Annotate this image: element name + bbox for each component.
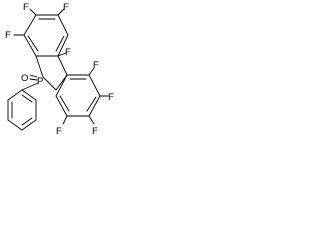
lower-benzo-ring	[55, 74, 101, 117]
double-bond	[27, 35, 39, 52]
bond	[88, 74, 101, 97]
bond	[57, 55, 68, 76]
phosphole-ring	[35, 55, 68, 91]
fluorine-label: F	[108, 92, 114, 103]
bond	[21, 89, 37, 101]
fluorine-label: F	[63, 2, 69, 13]
molecule-structure: F F F F F F F F P O	[5, 2, 114, 137]
fluorine-label: F	[65, 47, 71, 58]
bond	[23, 14, 37, 36]
fluorine-label: F	[92, 126, 98, 137]
bond	[23, 34, 37, 57]
double-bond	[59, 95, 70, 112]
bond	[57, 52, 67, 57]
bond	[42, 76, 57, 91]
bond	[55, 74, 68, 97]
double-bond	[29, 74, 38, 78]
fluorine-bonds	[13, 8, 109, 125]
double-bond	[55, 35, 65, 52]
bond	[88, 67, 95, 76]
double-bond	[86, 96, 97, 112]
bond	[29, 8, 37, 16]
bond	[62, 115, 68, 125]
bond	[7, 89, 23, 101]
double-bond	[29, 78, 38, 81]
phosphoryl-bond	[29, 74, 38, 81]
bond	[21, 82, 39, 91]
bond	[88, 115, 95, 125]
atom-labels: F F F F F F F F P O	[5, 2, 114, 137]
bond	[55, 74, 68, 91]
phenyl-ring	[7, 82, 39, 131]
fluorine-label: F	[93, 60, 99, 71]
oxygen-label: O	[21, 73, 28, 84]
bond	[55, 95, 68, 117]
bond	[57, 8, 65, 16]
bond	[88, 95, 101, 117]
fluorine-label: F	[23, 2, 29, 13]
double-bond	[21, 117, 33, 126]
bond	[21, 119, 37, 131]
bond	[7, 119, 23, 131]
phosphorus-label: P	[37, 76, 43, 87]
fluorine-label: F	[56, 126, 62, 137]
structure-canvas: F F F F F F F F P O	[0, 0, 125, 140]
bond	[57, 14, 69, 36]
upper-benzo-ring	[23, 14, 69, 57]
fluorine-label: F	[5, 30, 11, 41]
double-bond	[21, 94, 33, 103]
bond	[57, 34, 69, 57]
bond	[35, 55, 44, 78]
